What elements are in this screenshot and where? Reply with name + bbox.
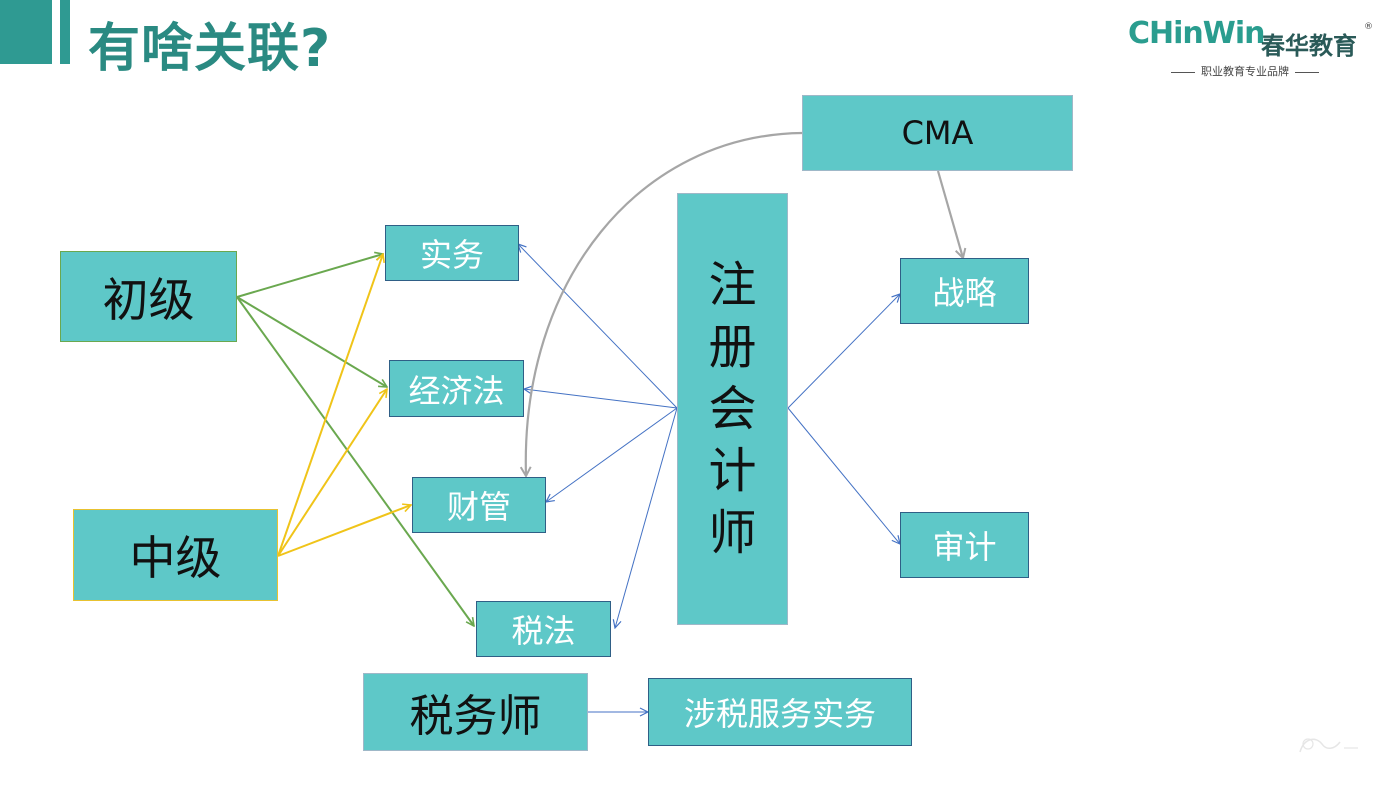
arrow-cma-zhanlue: [936, 170, 963, 258]
page-title: 有啥关联?: [88, 19, 332, 79]
node-caiguan: 财管: [412, 477, 546, 533]
arrow-cpa-shiwu: [518, 244, 678, 409]
arrow-cpa-jingjifa: [524, 389, 678, 409]
arrow-chuji-shiwu: [236, 254, 383, 298]
chinwin-logo: CHinWin 春华教育 ® 职业教育专业品牌: [1128, 16, 1373, 80]
watermark-icon: [1299, 738, 1358, 753]
node-shuiwushi: 税务师: [363, 673, 588, 751]
title-accent-bar: [0, 0, 52, 64]
node-shuifa: 税法: [476, 601, 611, 657]
title-accent-bar-thin: [60, 0, 70, 64]
arrow-zhongji-jingjifa: [277, 389, 387, 557]
node-chuji: 初级: [60, 251, 237, 342]
node-cma: CMA: [802, 95, 1073, 171]
arrow-chuji-shuifa: [236, 296, 474, 626]
node-shiwu: 实务: [385, 225, 519, 281]
logo-name-cn: 春华教育: [1261, 32, 1357, 60]
node-cpa: 注册会计师: [677, 193, 788, 625]
logo-tagline: 职业教育专业品牌: [1165, 63, 1325, 79]
arrow-zhongji-shiwu: [277, 254, 383, 557]
logo-registered-mark: ®: [1364, 22, 1373, 32]
arrow-cpa-caiguan: [546, 407, 678, 502]
node-jingjifa: 经济法: [389, 360, 524, 417]
arrow-chuji-jingjifa: [236, 296, 387, 387]
node-sheshui: 涉税服务实务: [648, 678, 912, 746]
node-zhongji: 中级: [73, 509, 278, 601]
arrow-cpa-zhanlue: [787, 294, 900, 409]
arrow-cpa-shenji: [787, 407, 900, 544]
logo-brand: CHinWin: [1128, 16, 1265, 51]
arrow-cma-caiguan: [526, 131, 803, 476]
arrow-cpa-shuifa: [615, 407, 678, 628]
node-zhanlue: 战略: [900, 258, 1029, 324]
arrow-zhongji-caiguan: [277, 505, 411, 557]
node-shenji: 审计: [900, 512, 1029, 578]
